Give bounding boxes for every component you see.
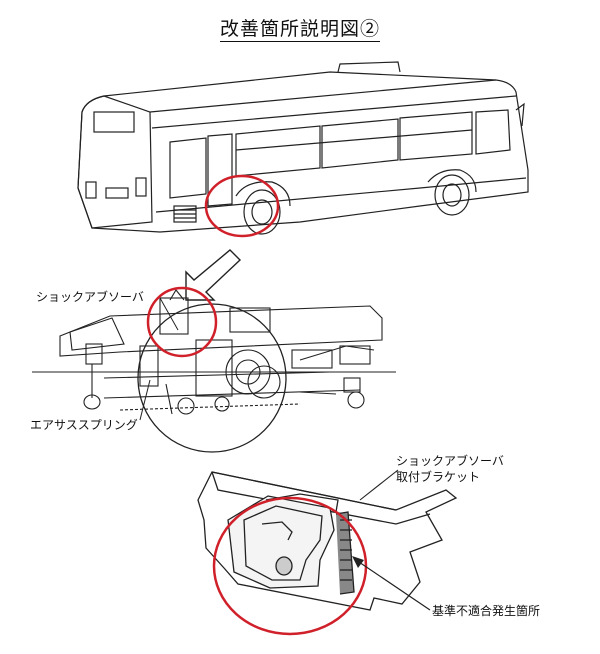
diagram-title-text: 改善箇所説明図② <box>219 18 380 42</box>
nonconformity-label: 基準不適合発生箇所 <box>432 604 541 618</box>
bracket-highlight-circle <box>212 496 368 636</box>
bracket-closeup-drawing <box>197 471 458 611</box>
air-spring-leader-line <box>139 379 151 421</box>
bus-illustration <box>77 61 529 235</box>
diagram-title: 改善箇所説明図② <box>0 14 600 42</box>
shock-absorber-leader-line <box>159 297 179 331</box>
air-suspension-spring-label: エアサススプリング <box>30 418 138 432</box>
bus-highlight-circle <box>204 174 280 238</box>
suspension-assembly-drawing <box>32 289 396 453</box>
shock-absorber-label: ショックアブソーバ <box>36 290 144 304</box>
bracket-label-line1: ショックアブソーバ <box>396 454 504 468</box>
bracket-leader-line <box>359 469 399 501</box>
bracket-label-line2: 取付ブラケット <box>396 470 481 484</box>
arrow-down-left-icon <box>185 249 242 301</box>
nonconformity-arrow <box>352 556 431 611</box>
shock-absorber-highlight-circle <box>146 286 218 358</box>
